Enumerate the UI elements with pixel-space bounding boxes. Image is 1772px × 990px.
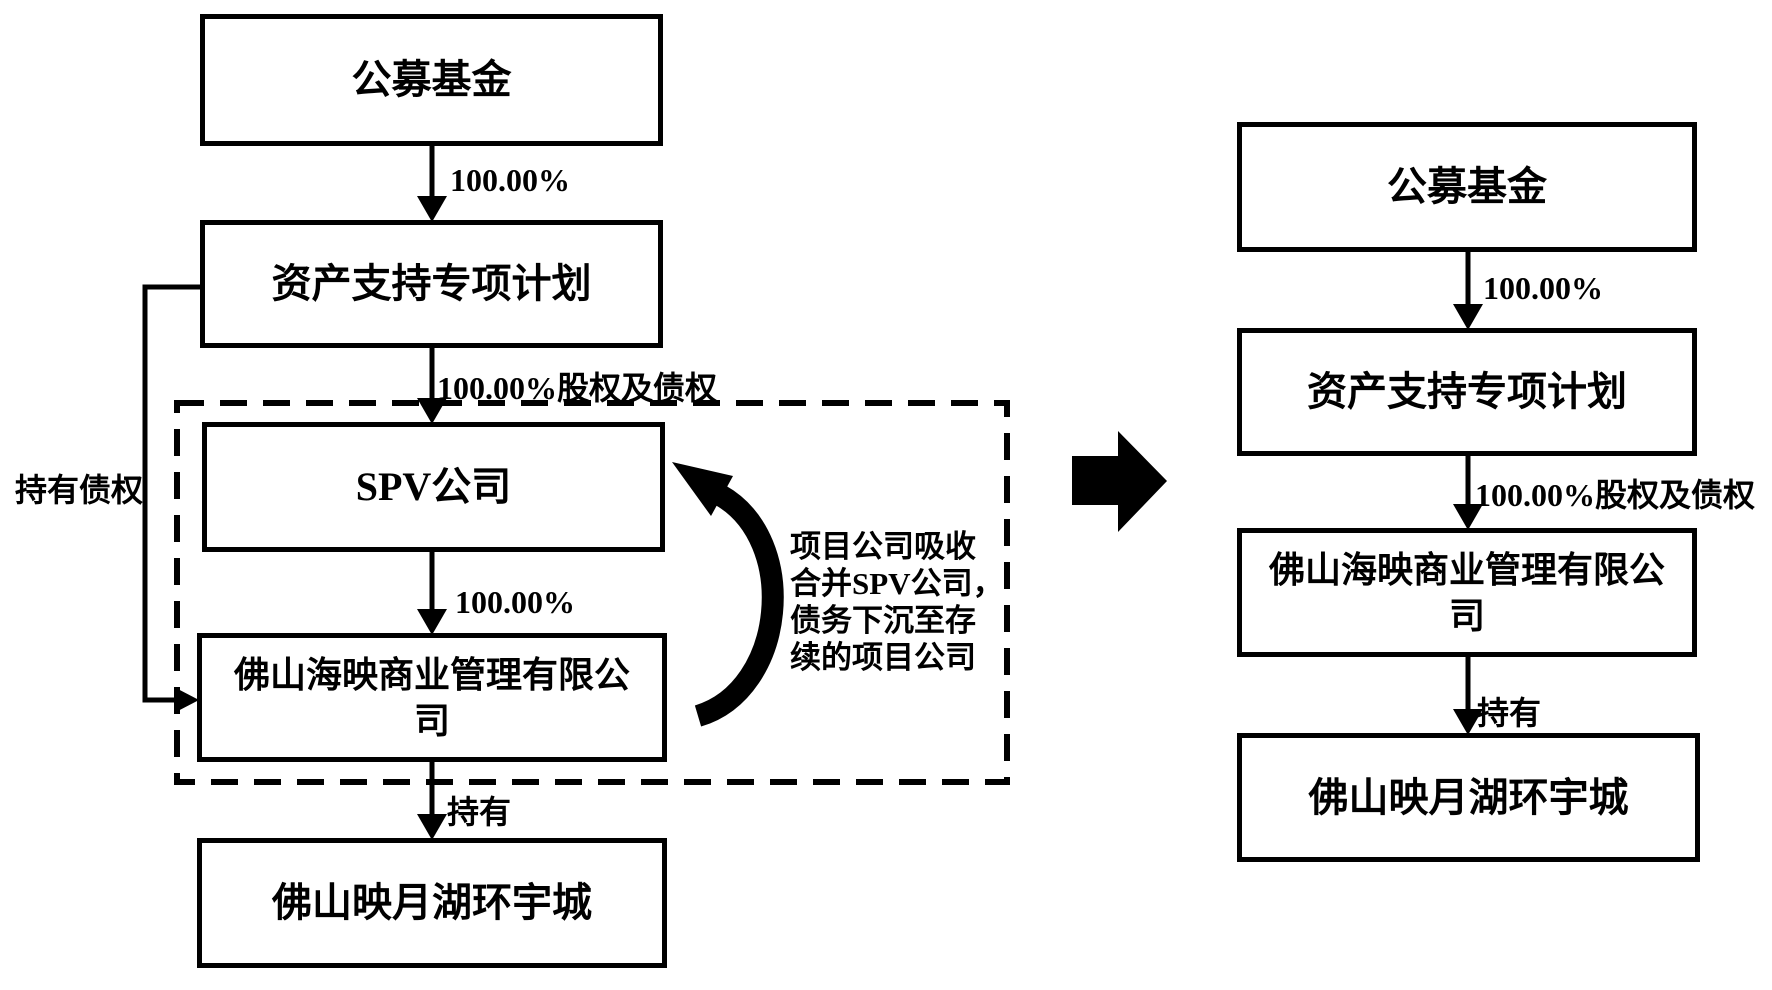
edge-debt-holding-elbow — [142, 284, 200, 703]
node-property-before-label: 佛山映月湖环宇城 — [272, 880, 592, 925]
arrowhead-fund-to-plan-after — [1453, 304, 1483, 330]
node-public-fund-after-label: 公募基金 — [1387, 164, 1547, 209]
node-abs-plan-after-label: 资产支持专项计划 — [1307, 369, 1627, 414]
node-property-after-label: 佛山映月湖环宇城 — [1308, 774, 1629, 820]
edge-label-project-to-property-after: 持有 — [1477, 695, 1542, 731]
edge-label-project-to-property-before: 持有 — [447, 794, 512, 830]
merger-curved-arrow — [694, 485, 784, 727]
edge-label-spv-to-project: 100.00% — [455, 584, 575, 620]
node-property-before: 佛山映月湖环宇城 — [197, 838, 667, 968]
edge-label-plan-to-spv: 100.00%股权及债权 — [437, 370, 718, 406]
merger-note-text: 项目公司吸收 合并SPV公司， 债务下沉至存 续的项目公司 — [790, 529, 1004, 675]
edge-label-fund-to-plan-before: 100.00% — [450, 162, 570, 198]
arrowhead-merger-curve — [672, 462, 733, 516]
arrowhead-fund-to-plan-before — [417, 196, 447, 222]
edge-label-debt-holding: 持有债权 — [15, 472, 144, 508]
node-property-after: 佛山映月湖环宇城 — [1237, 733, 1700, 862]
node-spv-company-label: SPV公司 — [355, 464, 512, 509]
node-abs-plan-before-label: 资产支持专项计划 — [271, 261, 592, 306]
node-project-company-after-label: 佛山海映商业管理有限公 司 — [1268, 549, 1665, 636]
node-public-fund-after: 公募基金 — [1237, 122, 1697, 252]
node-project-company-before-label: 佛山海映商业管理有限公 司 — [233, 654, 630, 741]
edge-label-plan-to-project-after: 100.00%股权及债权 — [1475, 477, 1756, 513]
node-public-fund-before-label: 公募基金 — [351, 57, 512, 102]
node-project-company-before: 佛山海映商业管理有限公 司 — [197, 633, 667, 762]
node-abs-plan-before: 资产支持专项计划 — [200, 220, 663, 348]
transition-arrow-icon — [1072, 431, 1167, 532]
node-project-company-after: 佛山海映商业管理有限公 司 — [1237, 528, 1697, 657]
arrowhead-project-to-property-before — [417, 814, 447, 840]
arrowhead-spv-to-project — [417, 609, 447, 635]
node-public-fund-before: 公募基金 — [200, 14, 663, 146]
node-spv-company: SPV公司 — [202, 422, 665, 552]
arrowhead-debt-holding — [174, 687, 199, 713]
edge-label-fund-to-plan-after: 100.00% — [1483, 270, 1603, 306]
node-abs-plan-after: 资产支持专项计划 — [1237, 328, 1697, 456]
